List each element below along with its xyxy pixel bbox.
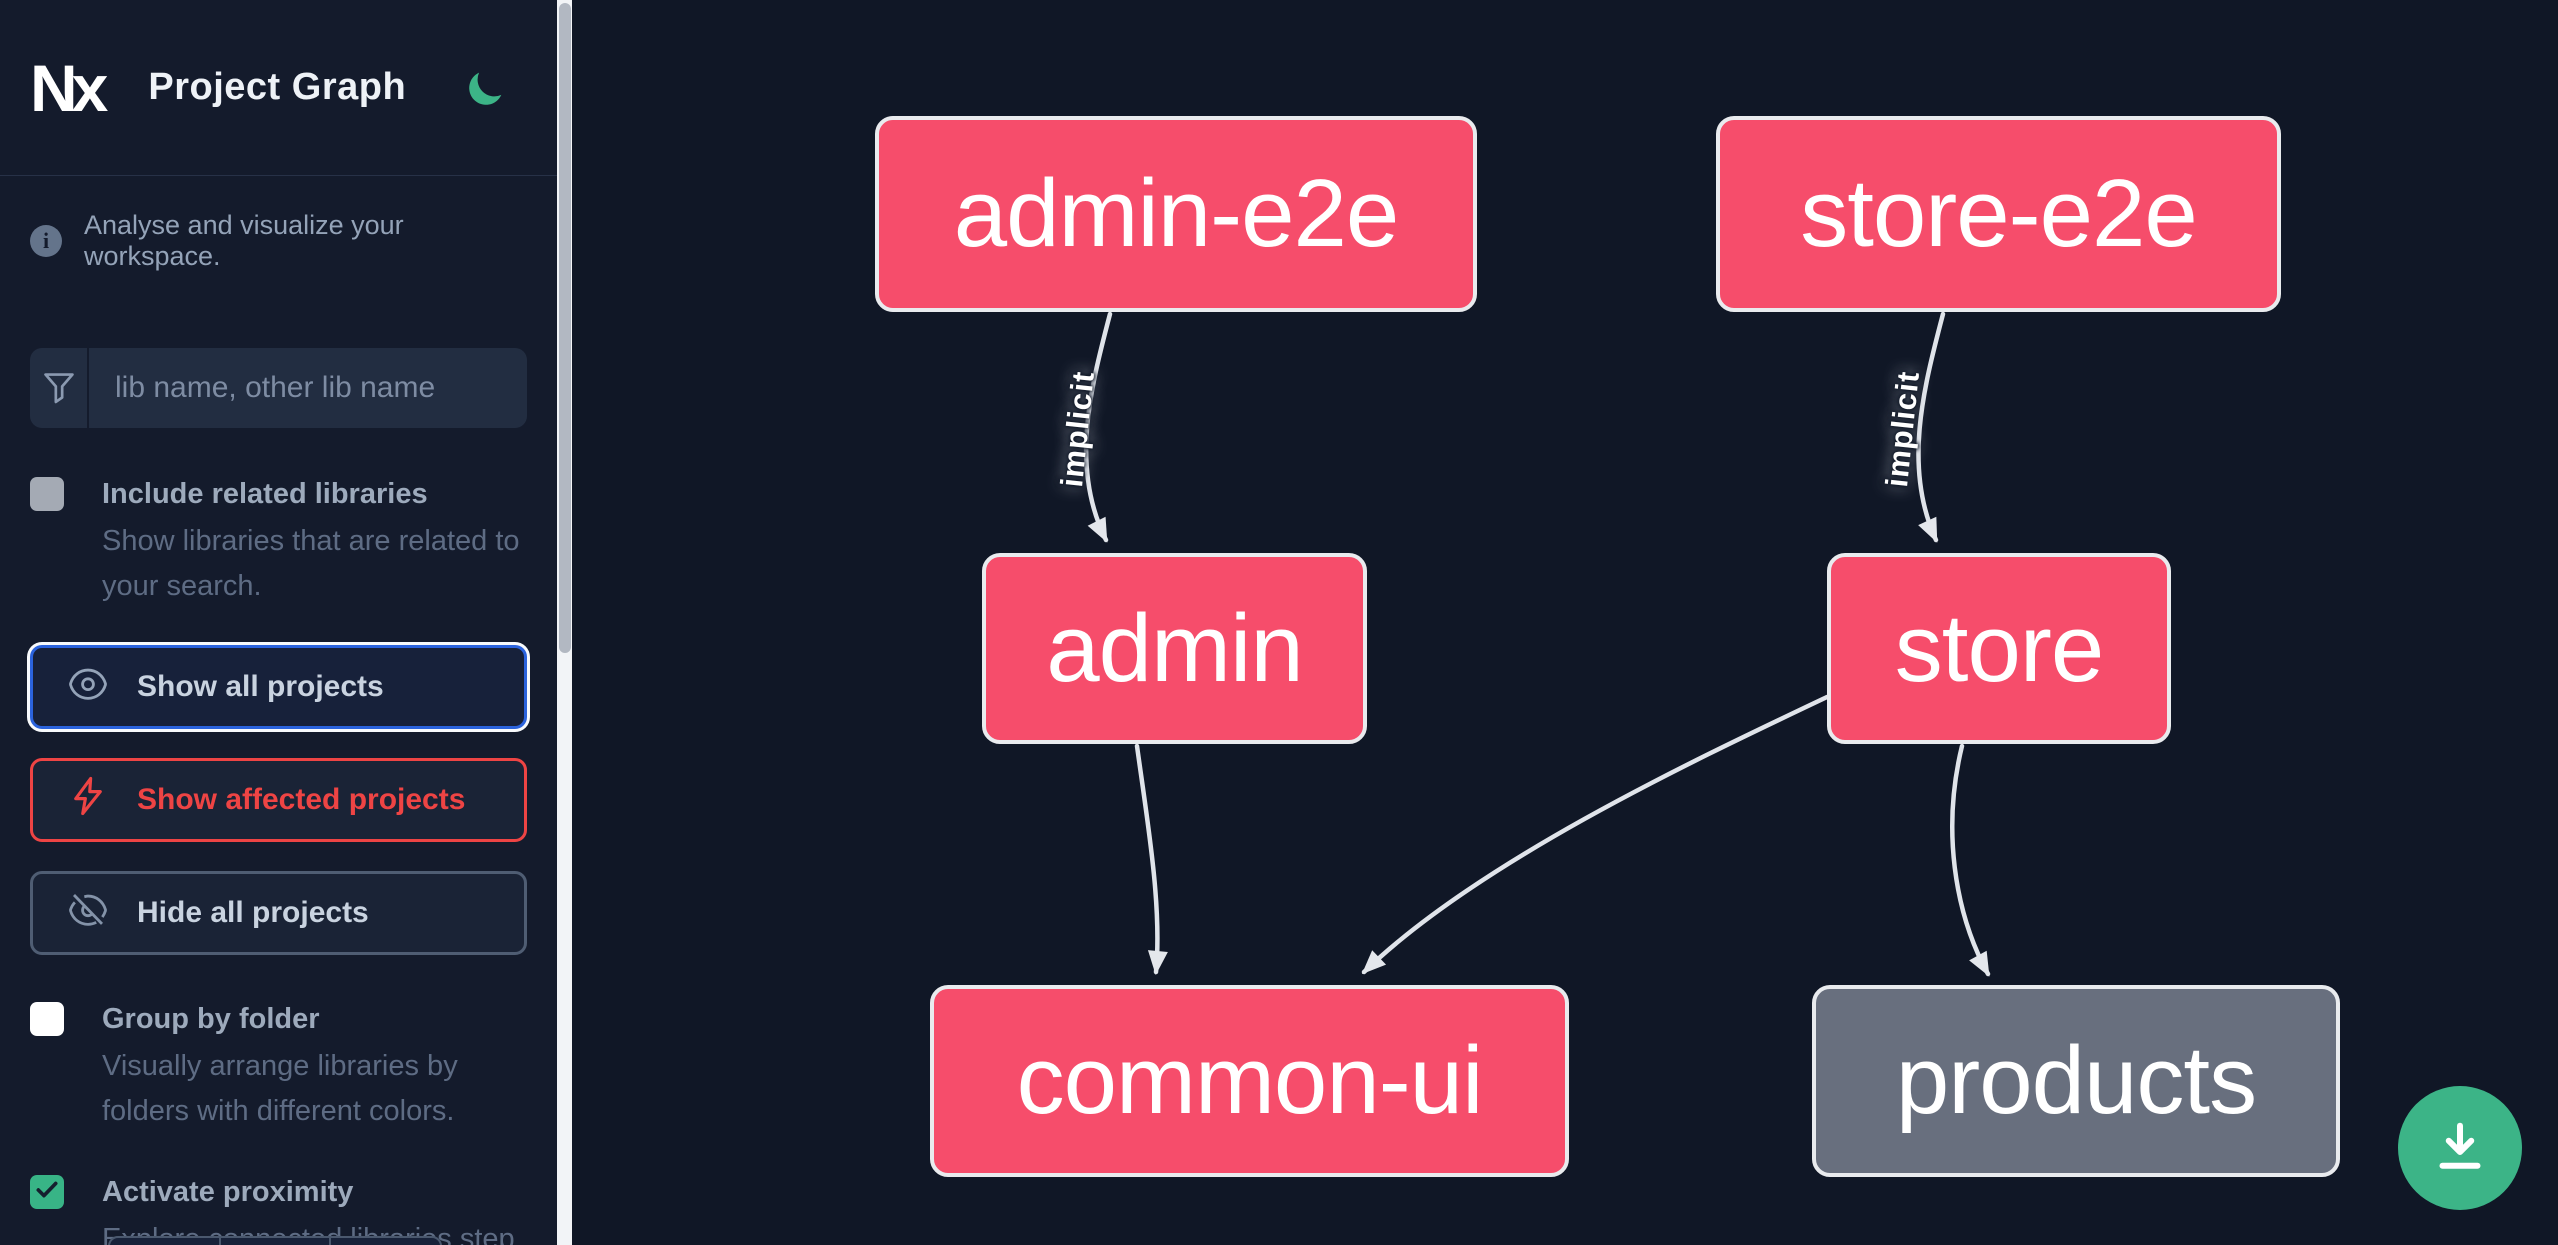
option-description: Visually arrange libraries by folders wi…	[102, 1050, 458, 1127]
option-label: Activate proximity	[102, 1176, 354, 1208]
option-label: Include related libraries	[102, 478, 428, 510]
sidebar-header: Nx Project Graph	[0, 0, 557, 176]
show-affected-projects-button[interactable]: Show affected projects	[30, 758, 527, 842]
download-graph-button[interactable]	[2398, 1086, 2522, 1210]
library-filter	[30, 348, 527, 428]
eye-off-icon	[67, 888, 109, 938]
graph-node-common-ui[interactable]: common-ui	[930, 985, 1569, 1177]
graph-node-store-e2e[interactable]: store-e2e	[1716, 116, 2281, 312]
stepper-segment-3[interactable]	[331, 1238, 440, 1245]
option-description: Show libraries that are related to your …	[102, 525, 520, 602]
option-label: Group by folder	[102, 1003, 320, 1035]
activate-proximity-checkbox[interactable]	[30, 1175, 64, 1209]
graph-node-admin-e2e[interactable]: admin-e2e	[875, 116, 1477, 312]
graph-node-admin[interactable]: admin	[982, 553, 1367, 744]
bolt-icon	[67, 775, 109, 825]
workspace-tagline: i Analyse and visualize your workspace.	[30, 210, 527, 272]
theme-toggle-button[interactable]	[465, 67, 507, 109]
search-input[interactable]	[89, 348, 527, 428]
nx-logo: Nx	[30, 50, 108, 125]
show-all-projects-button[interactable]: Show all projects	[30, 645, 527, 729]
check-icon	[34, 1177, 60, 1208]
group-by-folder-checkbox[interactable]	[30, 1002, 64, 1036]
graph-node-products[interactable]: products	[1812, 985, 2340, 1177]
button-label: Hide all projects	[137, 896, 369, 929]
option-activate-proximity: Activate proximity Explore connected lib…	[30, 1170, 527, 1245]
eye-icon	[67, 662, 109, 712]
page-title: Project Graph	[148, 66, 407, 108]
moon-icon	[465, 67, 507, 109]
stepper-segment-2[interactable]	[221, 1238, 332, 1245]
sidebar-scrollbar-thumb[interactable]	[558, 3, 571, 653]
include-related-checkbox[interactable]	[30, 477, 64, 511]
sidebar-scrollbar-track	[557, 0, 572, 1245]
info-icon: i	[30, 225, 62, 257]
filter-funnel-icon	[30, 348, 89, 428]
proximity-stepper-control	[108, 1236, 442, 1245]
option-include-related: Include related libraries Show libraries…	[30, 472, 527, 609]
graph-node-store[interactable]: store	[1827, 553, 2171, 744]
button-label: Show all projects	[137, 670, 384, 703]
stepper-segment-1[interactable]	[110, 1238, 221, 1245]
hide-all-projects-button[interactable]: Hide all projects	[30, 871, 527, 955]
sidebar: Nx Project Graph i Analyse and visualize…	[0, 0, 557, 1245]
project-visibility-buttons: Show all projects Show affected projects…	[30, 645, 527, 955]
button-label: Show affected projects	[137, 783, 466, 816]
download-icon	[2430, 1117, 2490, 1180]
tagline-text: Analyse and visualize your workspace.	[84, 210, 404, 271]
option-group-by-folder: Group by folder Visually arrange librari…	[30, 997, 527, 1134]
